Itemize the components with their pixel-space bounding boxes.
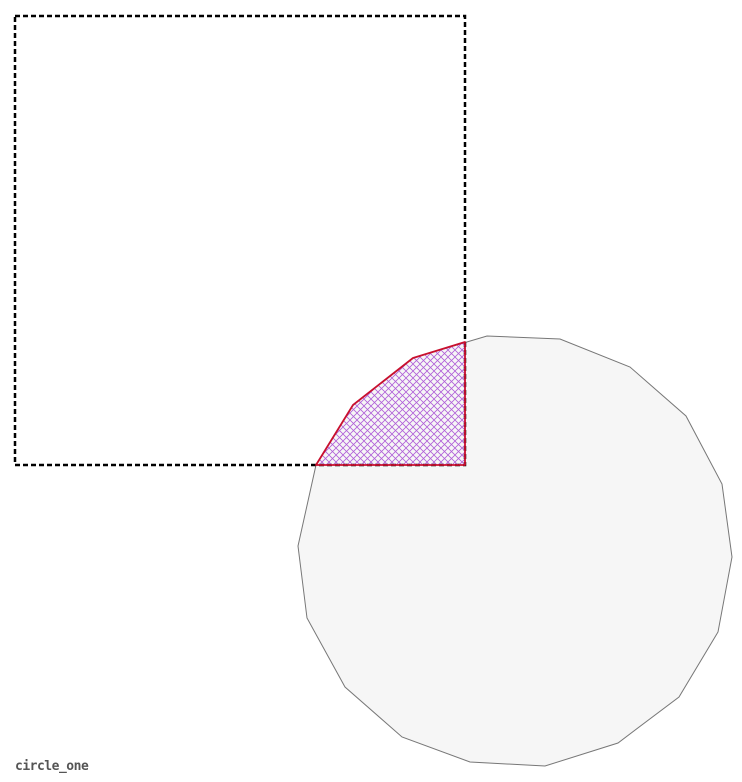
dashed-square [13, 14, 467, 467]
shape-caption: circle_one [15, 759, 89, 774]
intersection-region [315, 341, 466, 466]
